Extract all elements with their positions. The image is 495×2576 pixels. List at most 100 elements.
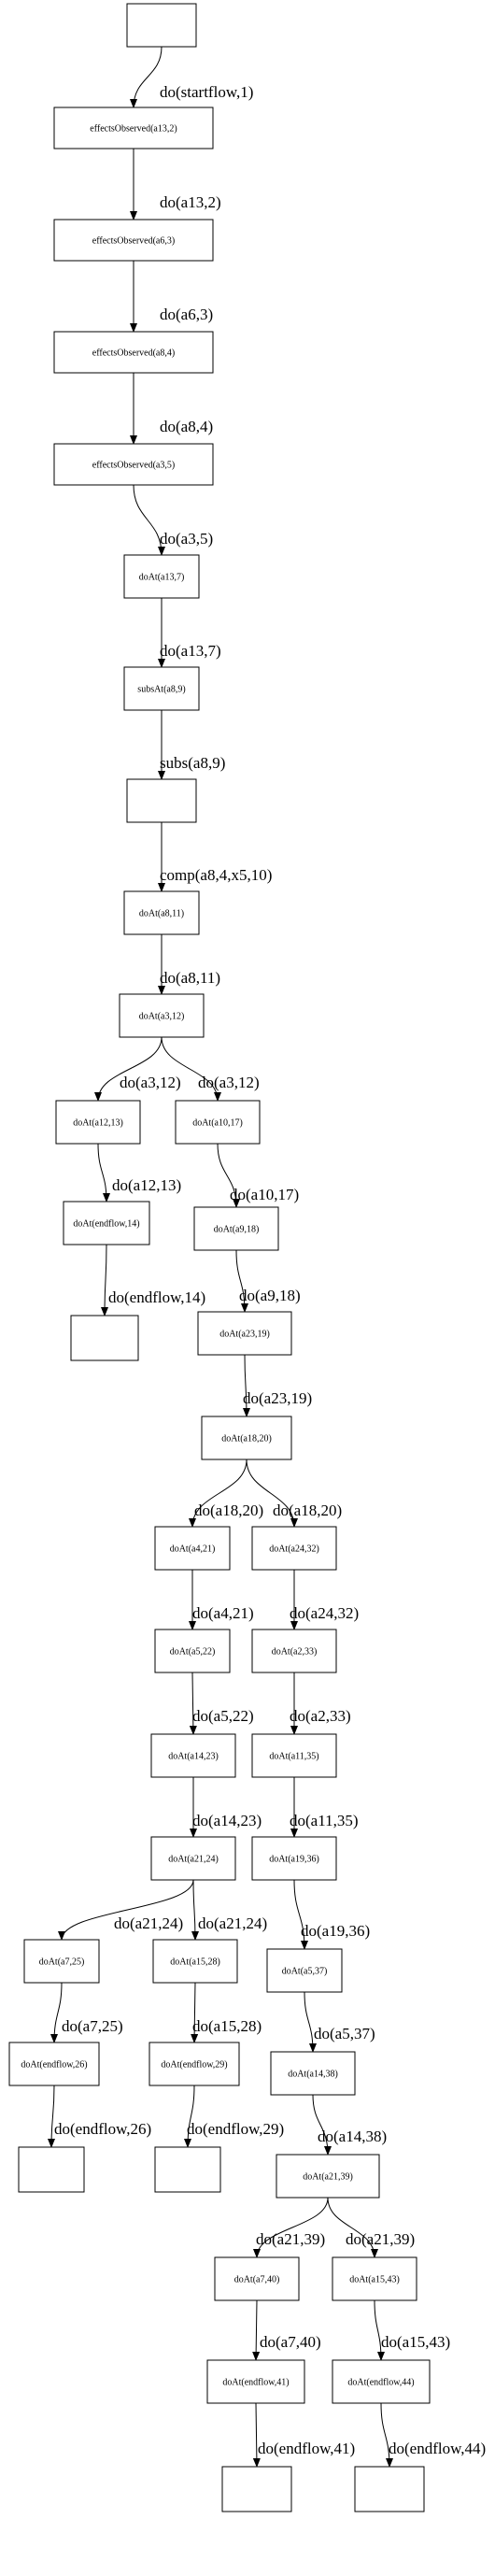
state-node-box — [126, 778, 197, 823]
state-node-n6: subsAt(a8,9) — [123, 666, 200, 711]
transition-label: do(a8,11) — [160, 969, 220, 987]
state-node-label: doAt(a8,11) — [139, 909, 184, 919]
state-node-n9: doAt(a3,12) — [119, 993, 205, 1038]
state-node-label: doAt(a4,21) — [170, 1544, 216, 1555]
transition-arrow — [161, 1036, 221, 1102]
transition-label: do(a18,20) — [194, 1501, 263, 1519]
state-node-box — [18, 2146, 85, 2193]
transition-arrow — [48, 2085, 56, 2148]
state-node-box — [251, 1629, 337, 1673]
state-node-box — [154, 1629, 231, 1673]
transition-edge-e26: do(a19,36) — [293, 1879, 370, 1950]
transition-edge-e11: do(a12,13) — [97, 1143, 181, 1203]
state-node-label: doAt(a3,12) — [139, 1012, 185, 1022]
state-node-n29: doAt(endflow,29) — [148, 2042, 240, 2086]
state-node-box — [150, 1836, 236, 1881]
transition-label: do(a14,23) — [192, 1812, 262, 1829]
transition-label: do(a10,17) — [230, 1186, 299, 1203]
transition-edge-e38: do(endflow,44) — [380, 2402, 486, 2468]
state-node-n22: doAt(a11,35) — [251, 1733, 337, 1778]
state-node-box — [119, 993, 205, 1038]
transition-arrow — [252, 2402, 261, 2468]
transition-label: do(a11,35) — [290, 1812, 359, 1829]
state-node-box — [154, 1526, 231, 1571]
transition-arrow — [217, 1143, 240, 1208]
transition-edge-e28: do(a15,28) — [191, 1982, 262, 2043]
state-node-box — [53, 219, 214, 262]
state-node-box — [332, 2256, 417, 2301]
state-node-label: doAt(a7,40) — [234, 2275, 280, 2285]
transition-label: do(a7,40) — [260, 2333, 321, 2351]
transition-label: do(startflow,1) — [160, 83, 253, 101]
state-node-box — [123, 666, 200, 711]
state-node-n39 — [354, 2466, 425, 2512]
transition-label: do(a9,18) — [239, 1287, 301, 1304]
transition-label: do(a21,39) — [346, 2230, 415, 2248]
transition-edge-e21: do(a2,33) — [290, 1672, 351, 1735]
transition-label: do(a19,36) — [301, 1922, 370, 1940]
state-node-label: doAt(a15,28) — [170, 1957, 220, 1968]
transition-edge-e0: do(startflow,1) — [130, 46, 253, 108]
transition-arrow — [380, 2402, 393, 2468]
transition-edge-e23: do(a11,35) — [290, 1777, 359, 1838]
state-node-box — [251, 1526, 337, 1571]
state-node-box — [154, 2146, 221, 2193]
state-node-label: effectsObserved(a8,4) — [92, 349, 175, 359]
transition-label: do(a15,28) — [192, 2017, 262, 2035]
transition-edge-e35: do(a7,40) — [252, 2299, 321, 2361]
transition-label: do(a4,21) — [192, 1604, 254, 1622]
state-node-label: doAt(a9,18) — [214, 1225, 260, 1235]
transition-arrow — [184, 2085, 195, 2148]
transition-arrow — [235, 1249, 248, 1313]
state-node-label: subsAt(a8,9) — [137, 685, 185, 695]
state-node-n8: doAt(a8,11) — [123, 890, 200, 935]
transition-edge-e10: do(a3,12) — [161, 1036, 260, 1102]
transition-edge-e18: do(a4,21) — [189, 1570, 254, 1630]
state-node-n13: doAt(a9,18) — [193, 1206, 279, 1251]
state-node-label: doAt(a19,36) — [269, 1855, 319, 1865]
state-node-n15: doAt(a23,19) — [197, 1311, 292, 1356]
transition-arrow — [191, 1982, 199, 2043]
transition-edge-e33: do(a21,39) — [253, 2197, 329, 2258]
state-node-label: effectsObserved(a3,5) — [92, 461, 175, 471]
transition-edge-e22: do(a14,23) — [190, 1777, 262, 1838]
transition-label: do(a13,2) — [160, 193, 221, 211]
transition-edge-e20: do(a5,22) — [189, 1672, 254, 1735]
nodes-layer: effectsObserved(a13,2)effectsObserved(a6… — [8, 3, 431, 2512]
transition-edge-e34: do(a21,39) — [327, 2197, 415, 2258]
transition-label: do(a14,38) — [318, 2128, 387, 2145]
transition-arrow — [58, 1879, 194, 1941]
state-node-n5: doAt(a13,7) — [123, 554, 200, 599]
transition-label: do(a21,24) — [114, 1914, 183, 1932]
state-node-n10: doAt(a12,13) — [55, 1100, 141, 1145]
transition-arrow — [304, 1991, 317, 2053]
transition-edge-e12: do(a10,17) — [217, 1143, 299, 1208]
transition-label: do(a21,39) — [256, 2230, 325, 2248]
state-node-n37: doAt(endflow,44) — [332, 2359, 431, 2404]
state-node-box — [201, 1416, 292, 1460]
state-node-box — [123, 554, 200, 599]
transition-arrow — [189, 1672, 197, 1735]
transition-label: do(a8,4) — [160, 418, 213, 435]
state-node-label: doAt(endflow,41) — [222, 2378, 289, 2388]
state-node-label: effectsObserved(a6,3) — [92, 236, 175, 247]
state-node-label: doAt(a23,19) — [219, 1330, 270, 1340]
state-node-n19: doAt(a5,22) — [154, 1629, 231, 1673]
state-node-label: doAt(a2,33) — [272, 1647, 318, 1658]
state-node-n2: effectsObserved(a6,3) — [53, 219, 214, 262]
transition-arrow — [327, 2197, 378, 2258]
transition-label: subs(a8,9) — [160, 754, 225, 772]
transition-arrow — [133, 484, 165, 556]
transition-edge-e6: subs(a8,9) — [158, 710, 225, 780]
state-node-box — [193, 1206, 279, 1251]
transition-edge-e5: do(a13,7) — [158, 598, 221, 668]
state-node-n27: doAt(a5,37) — [266, 1948, 343, 1993]
state-node-label: doAt(a14,38) — [288, 2070, 338, 2080]
state-node-box — [266, 1948, 343, 1993]
state-node-box — [214, 2256, 300, 2301]
transition-label: do(endflow,29) — [187, 2120, 284, 2138]
transition-label: do(endflow,26) — [54, 2120, 151, 2138]
state-node-label: doAt(a24,32) — [269, 1544, 319, 1555]
state-node-n3: effectsObserved(a8,4) — [53, 331, 214, 374]
state-node-box — [221, 2466, 292, 2512]
